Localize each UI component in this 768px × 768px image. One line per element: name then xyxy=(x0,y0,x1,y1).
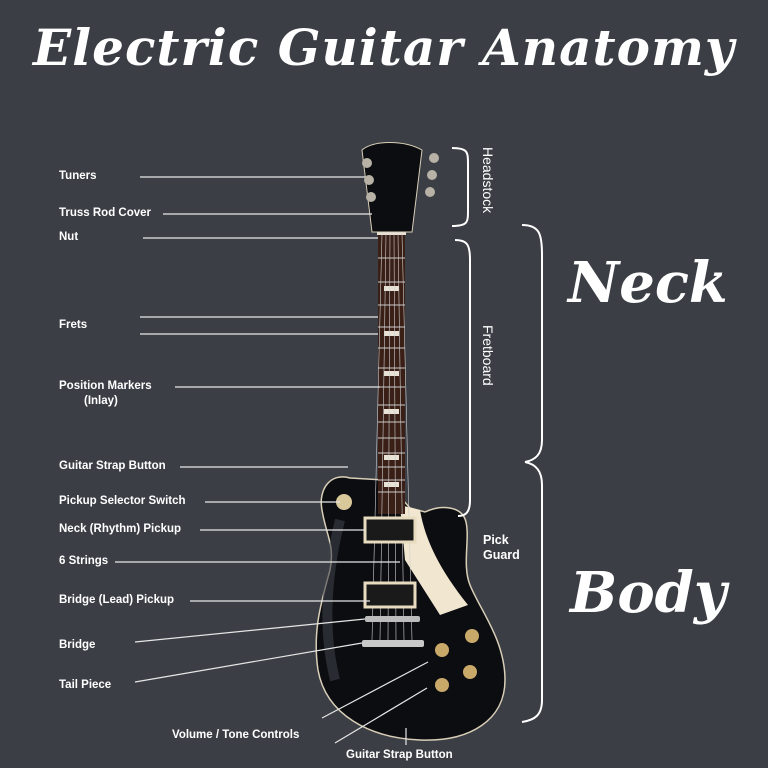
bridge-hardware xyxy=(365,616,420,622)
label-frets: Frets xyxy=(59,319,88,331)
label-pickup-selector: Pickup Selector Switch xyxy=(59,495,186,507)
label-strap-button-bottom: Guitar Strap Button xyxy=(346,749,453,761)
label-inlay: (Inlay) xyxy=(84,395,118,407)
bridge-pickup xyxy=(363,581,417,609)
headstock-brace xyxy=(451,147,469,227)
neck-pickup xyxy=(363,516,417,544)
body-brace xyxy=(521,461,543,723)
label-tail-piece: Tail Piece xyxy=(59,679,112,691)
section-fretboard: Fretboard xyxy=(480,325,496,386)
tuners xyxy=(362,153,439,202)
label-pick-guard-2: Guard xyxy=(483,548,520,562)
nut xyxy=(377,232,406,235)
fretboard-brace xyxy=(454,239,471,517)
label-controls: Volume / Tone Controls xyxy=(172,729,300,741)
braces xyxy=(451,147,543,723)
label-position-markers: Position Markers xyxy=(59,380,152,392)
neck-brace xyxy=(521,224,543,463)
section-neck: Neck xyxy=(568,250,728,316)
label-tuners: Tuners xyxy=(59,170,97,182)
body-highlight xyxy=(322,518,345,682)
label-pick-guard-1: Pick xyxy=(483,533,509,547)
headstock xyxy=(361,142,423,233)
label-strings: 6 Strings xyxy=(59,555,109,567)
label-strap-button-top: Guitar Strap Button xyxy=(59,460,166,472)
label-nut: Nut xyxy=(59,231,79,243)
pickguard xyxy=(400,505,468,615)
position-markers xyxy=(384,286,399,487)
label-bridge: Bridge xyxy=(59,639,96,651)
strings xyxy=(371,233,413,641)
label-truss-rod-cover: Truss Rod Cover xyxy=(59,207,152,219)
pointer-lines xyxy=(115,176,429,745)
label-bridge-pickup: Bridge (Lead) Pickup xyxy=(59,594,175,606)
page-title: Electric Guitar Anatomy xyxy=(33,18,735,77)
pickup-selector xyxy=(336,494,352,510)
tailpiece xyxy=(362,640,424,647)
control-knobs xyxy=(435,629,479,692)
section-headstock: Headstock xyxy=(480,147,496,214)
label-neck-pickup: Neck (Rhythm) Pickup xyxy=(59,523,182,535)
section-body: Body xyxy=(570,560,727,626)
